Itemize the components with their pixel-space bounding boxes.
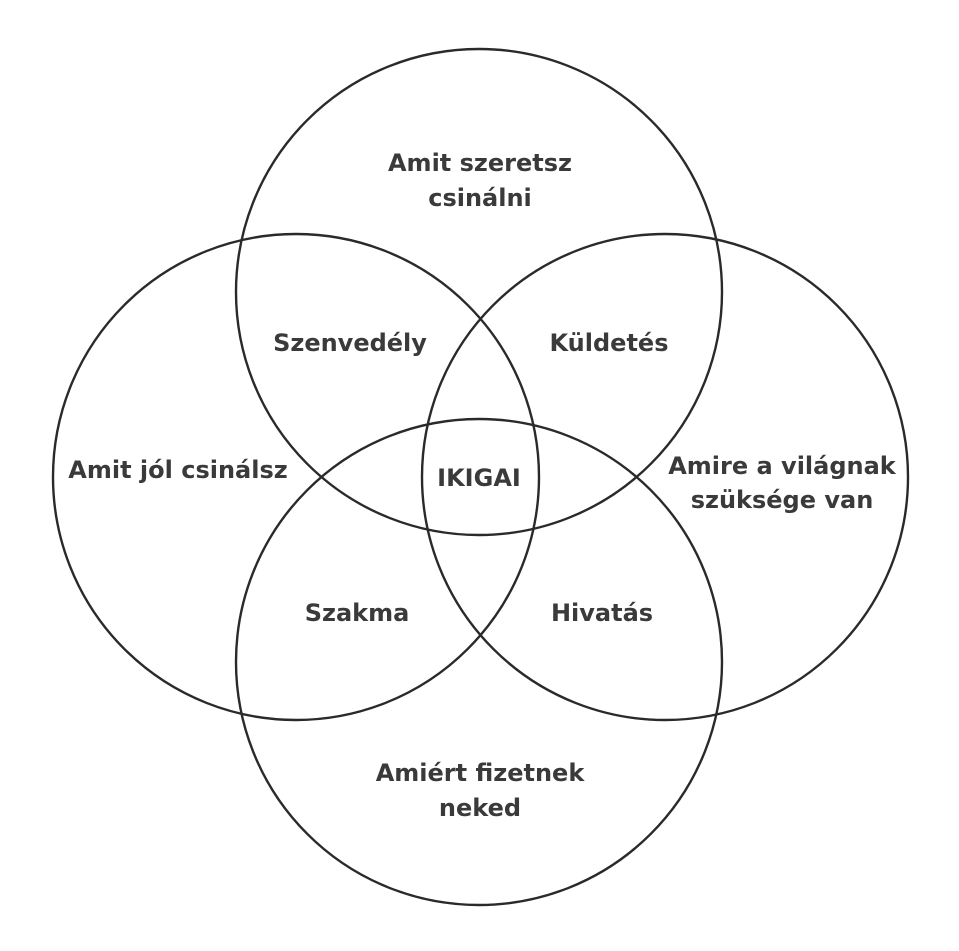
- circle-love: [234, 47, 724, 537]
- label-profession: Szakma: [305, 599, 410, 627]
- circle-good-at: [51, 232, 541, 722]
- label-love-line2: csinálni: [428, 184, 532, 212]
- label-paid-for-line1: Amiért fizetnek: [376, 759, 586, 787]
- label-mission: Küldetés: [550, 329, 669, 357]
- label-paid-for-line2: neked: [439, 794, 521, 822]
- label-vocation: Hivatás: [551, 599, 653, 627]
- circle-world-needs: [420, 232, 910, 722]
- label-love-line1: Amit szeretsz: [388, 149, 572, 177]
- label-passion: Szenvedély: [273, 329, 427, 357]
- label-world-needs-line2: szüksége van: [691, 486, 874, 514]
- label-good-at: Amit jól csinálsz: [68, 456, 287, 484]
- circle-paid-for: [234, 417, 724, 907]
- label-world-needs-line1: Amire a világnak: [668, 452, 897, 480]
- label-ikigai-center: IKIGAI: [437, 464, 521, 492]
